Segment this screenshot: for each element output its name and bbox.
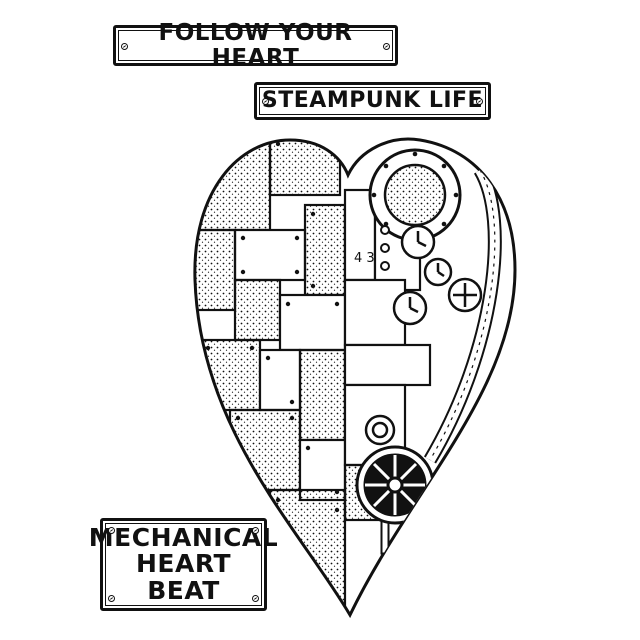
clock-gauge-icon [364, 224, 483, 446]
riveted-plates [194, 139, 347, 615]
flywheel-icon [355, 445, 435, 525]
rivet-icon [108, 527, 115, 534]
gauge-number-label: 4 3 [354, 251, 375, 266]
rivet-icon [252, 527, 259, 534]
rivet-icon [108, 595, 115, 602]
mechanical-heart-illustration: 4 3 [193, 137, 517, 619]
steampunk-life-text: STEAMPUNK LIFE [261, 88, 484, 114]
steampunk-life-stamp: STEAMPUNK LIFE [254, 82, 491, 120]
mechanical-text: MECHANICAL [88, 523, 279, 553]
rivet-icon [252, 595, 259, 602]
mechanical-heart-beat-stamp: MECHANICAL HEART BEAT [89, 518, 278, 611]
rivet-icon [476, 98, 483, 105]
rivet-icon [121, 43, 128, 50]
heart-beat-text: HEART BEAT [135, 549, 232, 605]
rivet-icon [383, 43, 390, 50]
follow-your-heart-text: FOLLOW YOUR HEART [158, 20, 353, 71]
follow-your-heart-stamp: FOLLOW YOUR HEART [113, 21, 398, 70]
rivet-icon [262, 98, 269, 105]
porthole-icon [368, 148, 462, 242]
